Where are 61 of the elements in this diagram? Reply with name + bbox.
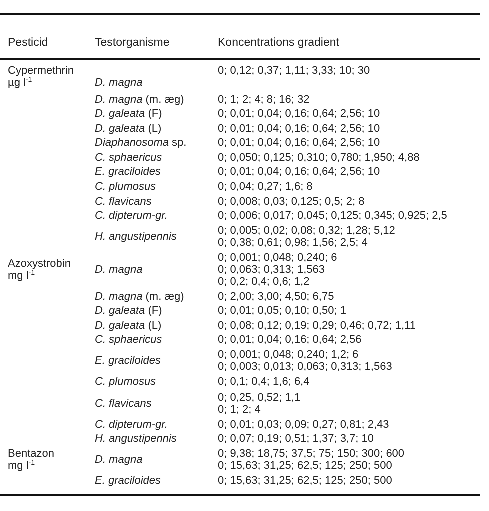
concentration-values: 0; 0,12; 0,37; 1,11; 3,33; 10; 30 — [218, 65, 370, 78]
concentration-values: 0; 0,001; 0,048; 0,240; 6 — [218, 252, 338, 264]
unit-label: µg l$^{-1}$ — [8, 77, 32, 90]
organism-name: C. flavicans — [95, 398, 152, 410]
organism-name: C. sphaericus — [95, 334, 162, 346]
concentration-values: 0; 0,01; 0,04; 0,16; 0,64; 2,56; 10 — [218, 137, 380, 150]
pesticide-name: Cypermethrin — [8, 65, 74, 77]
organism-name: D. galeata (F) — [95, 305, 162, 318]
organism-name: H. angustipennis — [95, 230, 177, 244]
organism-name: D. magna — [95, 454, 143, 466]
organism-name: C. plumosus — [95, 376, 156, 389]
concentration-values: 0; 1; 2; 4; 8; 16; 32 — [218, 94, 310, 106]
unit-label: mg l$^{-1}$ — [8, 460, 36, 472]
concentration-values: 0; 0,063; 0,313; 1,563 — [218, 264, 326, 276]
organism-name: Diaphanosoma sp. — [95, 137, 187, 150]
concentration-values: 0; 0,38; 0,61; 0,98; 1,56; 2,5; 4 — [218, 237, 368, 250]
concentration-values: 0; 0,25, 0,52; 1,1 — [218, 392, 301, 404]
concentration-values: 0; 0,003; 0,013; 0,063; 0,313; 1,563 — [218, 361, 392, 374]
concentration-values: 0; 0,01; 0,03; 0,09; 0,27; 0,81; 2,43 — [218, 418, 390, 431]
concentration-values: 0; 0,04; 0,27; 1,6; 8 — [218, 181, 313, 194]
organism-name: C. flavicans — [95, 196, 152, 208]
organism-name: C. dipterum-gr. — [95, 210, 168, 222]
pesticide-name: Bentazon — [8, 448, 54, 460]
concentration-values: 0; 0,001; 0,048; 0,240; 1,2; 6 — [218, 348, 359, 362]
organism-name: D. galeata (L) — [95, 320, 162, 332]
column-header: Testorganisme — [95, 37, 170, 49]
concentration-values: 0; 0,01; 0,05; 0,10; 0,50; 1 — [218, 305, 346, 318]
organism-name: E. graciloides — [95, 474, 162, 487]
organism-name: D. magna — [95, 77, 143, 90]
concentration-values: 0; 0,050; 0,125; 0,310; 0,780; 1,950; 4,88 — [218, 152, 420, 164]
concentration-values: 0; 0,01; 0,04; 0,16; 0,64; 2,56; 10 — [218, 122, 380, 135]
concentration-values: 0; 9,38; 18,75; 37,5; 75; 150; 300; 600 — [218, 448, 405, 460]
organism-name: E. graciloides — [95, 166, 162, 179]
organism-name: C. plumosus — [95, 181, 156, 194]
concentration-values: 0; 2,00; 3,00; 4,50; 6,75 — [218, 290, 334, 303]
concentration-values: 0; 0,07; 0,19; 0,51; 1,37; 3,7; 10 — [218, 433, 374, 446]
concentration-values: 0; 0,2; 0,4; 0,6; 1,2 — [218, 276, 310, 288]
concentration-values: 0; 1; 2; 4 — [218, 404, 261, 416]
organism-name: D. galeata (F) — [95, 108, 162, 120]
organism-name: D. magna — [95, 264, 143, 276]
concentration-values: 0; 0,01; 0,04; 0,16; 0,64; 2,56; 10 — [218, 108, 380, 120]
column-header: Pesticid — [8, 37, 48, 49]
concentration-values: 0; 0,01; 0,04; 0,16; 0,64; 2,56; 10 — [218, 166, 380, 179]
organism-name: C. dipterum-gr. — [95, 418, 168, 431]
concentration-values: 0; 0,01; 0,04; 0,16; 0,64; 2,56 — [218, 334, 362, 346]
concentration-values: 0; 0,006; 0,017; 0,045; 0,125; 0,345; 0,925; 2,5 — [218, 210, 448, 222]
organism-name: E. graciloides — [95, 354, 162, 368]
concentration-values: 0; 0,08; 0,12; 0,19; 0,29; 0,46; 0,72; 1,11 — [218, 320, 416, 332]
organism-name: D. magna (m. æg) — [95, 290, 184, 303]
organism-name: C. sphaericus — [95, 152, 162, 164]
concentration-values: 0; 0,005; 0,02; 0,08; 0,32; 1,28; 5,12 — [218, 224, 396, 237]
pesticide-name: Azoxystrobin — [8, 258, 71, 270]
organism-name: H. angustipennis — [95, 433, 177, 446]
column-header: Koncentrations gradient — [218, 37, 340, 49]
unit-label: mg l$^{-1}$ — [8, 270, 36, 282]
concentration-values: 0; 0,008; 0,03; 0,125; 0,5; 2; 8 — [218, 196, 365, 208]
organism-name: D. magna (m. æg) — [95, 94, 184, 106]
organism-name: D. galeata (L) — [95, 122, 162, 135]
concentration-values: 0; 15,63; 31,25; 62,5; 125; 250; 500 — [218, 460, 392, 472]
concentration-values: 0; 15,63; 31,25; 62,5; 125; 250; 500 — [218, 474, 392, 487]
concentration-values: 0; 0,1; 0,4; 1,6; 6,4 — [218, 376, 310, 389]
